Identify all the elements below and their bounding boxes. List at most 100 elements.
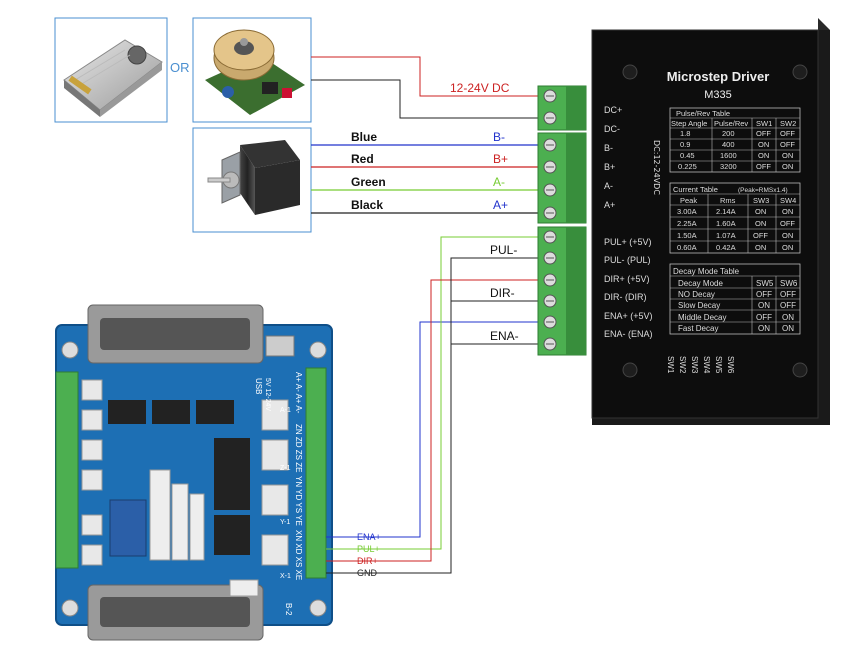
pulse-table-cell: 1600 [720,151,737,160]
decay-table-cell: OFF [756,313,772,322]
board-axis-labels: A+ A- A+ A- A-1 ZN ZD ZS ZE Z-1 YN YD YS… [280,372,303,616]
power-wire-positive [311,56,538,97]
board-b-label: B-2 [284,603,293,616]
control-label-pul: PUL- [490,243,517,257]
driver-terminal-dc-minus: DC- [604,124,620,134]
pulse-rev-table: Pulse/Rev Table Step Angle Pulse/Rev SW1… [669,107,801,173]
decay-table-cell: Slow Decay [678,301,720,310]
current-table-cell: 2.25A [677,219,697,228]
wire-name-blue: Blue [351,130,377,144]
decay-table-cell: ON [782,313,794,322]
wire-ena-plus [366,321,538,538]
wire-name-green: Green [351,175,386,189]
driver-terminal-dir-minus: DIR- (DIR) [604,292,647,302]
psu-photo [54,17,168,123]
pulse-table-cell: 0.45 [680,151,695,160]
decay-table-cell: Fast Decay [678,324,718,333]
driver-model: M335 [704,89,732,101]
motor-photo [192,127,312,233]
driver-terminal-pul-minus: PUL- (PUL) [604,255,651,265]
decay-table-cell: ON [758,324,770,333]
axis-label-x: X-1 [280,573,291,580]
pulse-table-header: Pulse/Rev [714,119,748,128]
current-table-header: SW4 [780,196,796,205]
decay-table-cell: NO Decay [678,290,715,299]
axis-label-y: Y-1 [280,519,290,526]
pulse-table-header: SW1 [756,119,772,128]
pulse-table-cell: 0.9 [680,140,690,149]
pulse-table-cell: ON [782,151,793,160]
current-table-header: SW3 [753,196,769,205]
driver-voltage-side: DC:12-24VDC [652,140,661,195]
terminal-block-power [537,85,587,131]
decay-table-header: SW6 [780,279,798,288]
driver-switch-labels: SW1 SW2 SW3 SW4 SW5 SW6 [666,356,735,374]
driver-terminal-b-minus: B- [604,143,613,153]
pulse-table-header: SW2 [780,119,796,128]
current-table-cell: 0.60A [677,243,697,252]
current-table-cell: ON [782,243,793,252]
board-usb-label: USB [254,378,263,394]
current-table-cell: OFF [753,231,768,240]
current-table-note: (Peak=RMSx1.4) [738,187,788,194]
current-table-cell: 1.60A [716,219,736,228]
or-label: OR [170,60,190,75]
current-table-cell: ON [755,207,766,216]
board-vcc-label: 5V 12-24V [264,378,271,411]
current-table-title: Current Table [673,185,718,194]
driver-terminal-dc-plus: DC+ [604,105,622,115]
wire-dir-plus [366,279,538,562]
terminal-label-a-plus: A+ [493,198,508,212]
switch-label: SW5 [714,356,723,374]
driver-terminal-dir-plus: DIR+ (+5V) [604,274,650,284]
decay-table-cell: OFF [756,290,772,299]
current-table-cell: 1.50A [677,231,697,240]
driver-terminal-b-plus: B+ [604,162,615,172]
switch-label: SW3 [690,356,699,374]
current-table-cell: 2.14A [716,207,736,216]
axis-pins-z: ZN ZD ZS ZE [294,424,303,472]
driver-terminal-ena-plus: ENA+ (+5V) [604,311,653,321]
current-table-cell: 1.07A [716,231,736,240]
axis-pins-y: YN YD YS YE [294,476,303,526]
terminal-block-motor [537,132,587,224]
current-table-header: Peak [680,196,697,205]
pulse-table-cell: 200 [722,129,735,138]
power-wire-negative [311,79,538,119]
driver-terminal-a-minus: A- [604,181,613,191]
switch-label: SW4 [702,356,711,374]
pulse-table-cell: 1.8 [680,129,690,138]
driver-terminal-labels: DC+ DC- B- B+ A- A+ PUL+ (+5V) PUL- (PUL… [604,105,653,339]
current-table-cell: 0.42A [716,243,736,252]
pulse-table-cell: ON [782,162,793,171]
pulse-table-title: Pulse/Rev Table [676,109,730,118]
switch-label: SW1 [666,356,675,374]
pulse-table-cell: ON [758,151,769,160]
control-label-dir: DIR- [490,286,515,300]
decay-table-header: Decay Mode [678,279,723,288]
output-label-pul: PUL+ [357,544,380,554]
output-label-dir: DIR+ [357,556,378,566]
stepper-driver: Microstep Driver M335 DC:12-24VDC [591,18,830,425]
axis-pins-a: A+ A- A+ A- [294,372,303,414]
driver-terminal-pul-plus: PUL+ (+5V) [604,237,652,247]
switch-label: SW6 [726,356,735,374]
decay-table-cell: ON [782,324,794,333]
decay-table-title: Decay Mode Table [673,267,740,276]
transformer-photo [192,17,312,123]
current-table-cell: ON [755,219,766,228]
decay-table-cell: Middle Decay [678,313,726,322]
pulse-table-cell: 0.225 [678,162,697,171]
decay-table-cell: ON [758,301,770,310]
decay-table-cell: OFF [780,290,796,299]
wire-name-black: Black [351,198,383,212]
current-table-cell: ON [782,207,793,216]
terminal-label-b-plus: B+ [493,152,508,166]
wire-gnd [366,257,538,574]
pulse-table-cell: ON [758,140,769,149]
terminal-block-control [537,226,587,356]
current-table-cell: OFF [780,219,795,228]
switch-label: SW2 [678,356,687,374]
axis-label-a: A-1 [280,407,291,414]
axis-label-z: Z-1 [280,465,291,472]
